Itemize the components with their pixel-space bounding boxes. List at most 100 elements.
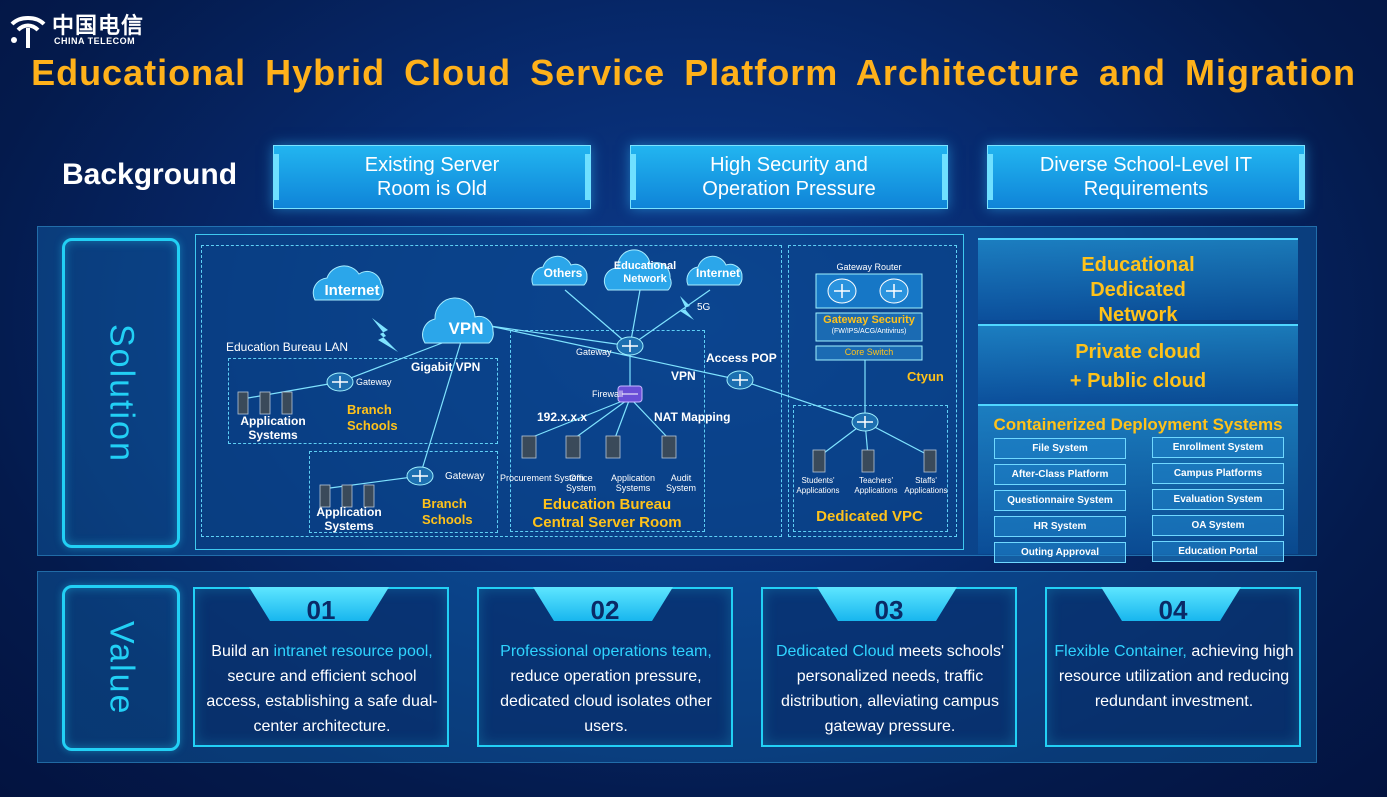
ctyun-region [788, 245, 957, 537]
page-title: Educational Hybrid Cloud Service Platfor… [31, 52, 1356, 93]
vpc-region [793, 405, 948, 532]
teachers-apps-label: Teachers' Applications [854, 476, 898, 495]
central-server-room-label: Education Bureau Central Server Room [532, 496, 682, 531]
background-item-2-text: High Security and Operation Pressure [702, 154, 876, 200]
value-card-number: 04 [1158, 595, 1188, 625]
cloud-block: Private cloud + Public cloud [978, 324, 1298, 404]
value-card-number: 01 [306, 595, 336, 625]
branch-schools-label-1: Branch Schools [347, 402, 398, 433]
solution-label: Solution [102, 323, 141, 463]
value-text-post: achieving high resource utilization and … [1058, 643, 1294, 710]
cloud-line-2: + Public cloud [1069, 370, 1207, 392]
lightning-icon [372, 318, 398, 352]
solution-label-box: Solution [62, 238, 180, 548]
value-card-text: Professional operations team, reduce ope… [483, 639, 729, 739]
gateway-security-box [815, 312, 923, 342]
value-card-tab [1101, 587, 1241, 621]
central-room-region [510, 330, 705, 532]
value-card-2: 02 Professional operations team, reduce … [477, 587, 733, 747]
value-card-4: 04 Flexible Container, achieving high re… [1045, 587, 1301, 747]
cloud-line-1: Private cloud [1075, 341, 1201, 363]
value-text-highlight: Professional operations team, [500, 643, 712, 660]
branch-schools-label-2: Branch Schools [422, 496, 473, 527]
gateway-router-icon-2 [406, 466, 434, 486]
firewall-icon [617, 385, 643, 403]
value-card-number: 03 [874, 595, 904, 625]
system-chip: HR System [994, 516, 1126, 537]
gateway-router-icons [827, 278, 909, 304]
app-systems-label-1: Application Systems [240, 414, 306, 442]
value-label: Value [102, 620, 141, 716]
edu-network-block: Educational Dedicated Network [978, 238, 1298, 326]
system-chip: After-Class Platform [994, 464, 1126, 485]
central-gateway-label: Gateway [576, 347, 612, 357]
edu-lan-label: Education Bureau LAN [226, 340, 349, 354]
firewall-label: Firewall [592, 389, 624, 399]
systems-right-list: Enrollment System Campus Platforms Evalu… [1152, 437, 1284, 562]
value-text-post: secure and efficient school access, esta… [206, 668, 438, 735]
server-icons [237, 391, 937, 508]
background-item-1: Existing Server Room is Old [273, 145, 591, 209]
cloud-shapes [312, 249, 743, 344]
system-chip: OA System [1152, 515, 1284, 536]
value-card-3: 03 Dedicated Cloud meets schools' person… [761, 587, 1017, 747]
lightning-5g-icon [680, 296, 694, 320]
background-item-1-text: Existing Server Room is Old [364, 154, 500, 200]
branch-region-1 [228, 358, 498, 444]
access-pop-label: Access POP [706, 351, 777, 365]
staffs-apps-label: Staffs' Applications [904, 476, 948, 495]
system-chip: File System [994, 438, 1126, 459]
system-chip: Outing Approval [994, 542, 1126, 563]
value-card-text: Dedicated Cloud meets schools' personali… [767, 639, 1013, 739]
background-label: Background [62, 158, 238, 191]
value-card-tab [817, 587, 957, 621]
lan-region [201, 245, 782, 537]
value-text-post: meets schools' personalized needs, traff… [781, 643, 1005, 735]
vpn-cloud-label: VPN [448, 319, 484, 338]
core-switch-label: Core Switch [844, 347, 894, 357]
system-chip: Evaluation System [1152, 489, 1284, 510]
value-text-highlight: Flexible Container, [1054, 643, 1187, 660]
value-card-text: Flexible Container, achieving high resou… [1051, 639, 1297, 714]
system-chip: Questionnaire System [994, 490, 1126, 511]
value-text-highlight: Dedicated Cloud [775, 643, 895, 660]
system-chip: Enrollment System [1152, 437, 1284, 458]
china-telecom-logo-icon [10, 16, 46, 48]
students-apps-label: Students' Applications [796, 476, 840, 495]
edu-network-cloud-label: Educational Network [613, 260, 677, 285]
value-card-text: Build an intranet resource pool, secure … [199, 639, 445, 739]
core-switch-box [815, 345, 923, 361]
gateway-security-label: Gateway Security [823, 314, 915, 326]
gigabit-vpn-label: Gigabit VPN [411, 360, 481, 374]
internet-cloud-2-label: Internet [695, 266, 740, 280]
brand-name-cn: 中国电信 [52, 13, 145, 38]
value-card-tab [533, 587, 673, 621]
central-gateway-icon [616, 336, 644, 356]
edu-network-title: Educational Dedicated Network [1081, 254, 1195, 326]
branch-region-2 [309, 451, 498, 533]
gateway-security-sub-label: (FW/IPS/ACG/Antivirus) [831, 328, 907, 335]
container-title: Containerized Deployment Systems [993, 415, 1283, 434]
value-card-number: 02 [590, 595, 620, 625]
gateway-router-icon-1 [326, 372, 354, 392]
dedicated-vpc-label: Dedicated VPC [816, 508, 923, 525]
value-label-box: Value [62, 585, 180, 751]
value-text-post: reduce operation pressure, dedicated clo… [500, 668, 712, 735]
nat-mapping-label: NAT Mapping [654, 410, 731, 424]
gateway-router-label: Gateway Router [836, 262, 902, 272]
others-cloud-label: Others [543, 266, 583, 280]
background-item-3: Diverse School-Level IT Requirements [987, 145, 1305, 209]
gateway-label-2: Gateway [445, 471, 485, 482]
value-card-1: 01 Build an intranet resource pool, secu… [193, 587, 449, 747]
value-text-pre: Build an [211, 643, 274, 660]
audit-system-label: Audit System [665, 473, 696, 493]
background-item-3-text: Diverse School-Level IT Requirements [1039, 154, 1253, 200]
system-chip: Education Portal [1152, 541, 1284, 562]
systems-left-list: File System After-Class Platform Questio… [994, 438, 1126, 563]
internet-cloud-label: Internet [324, 282, 380, 299]
office-system-label: Office System [565, 473, 596, 493]
value-card-tab [249, 587, 389, 621]
system-chip: Campus Platforms [1152, 463, 1284, 484]
